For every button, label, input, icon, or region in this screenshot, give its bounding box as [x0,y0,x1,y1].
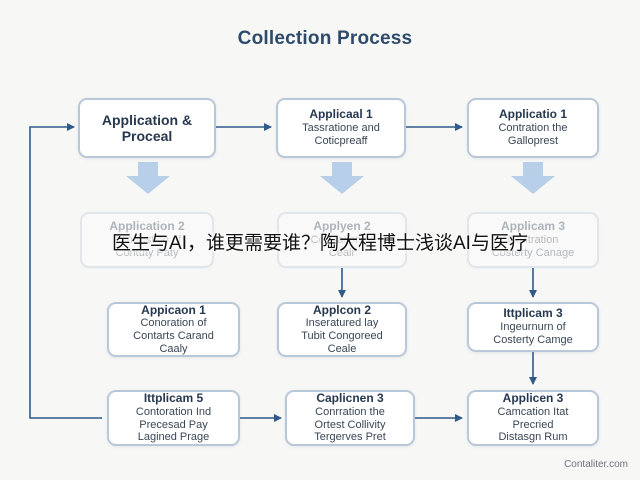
box-line: Lagined Prage [137,431,210,444]
box-line: Ittplicam 5 [143,391,204,406]
box-line: Conrration the [315,405,385,418]
process-box-r1c3: Applicatio 1 Contration the Galloprest [467,98,599,158]
box-line: Proceal [121,128,173,144]
box-line: Ceale [327,342,357,355]
box-line: Application & [101,111,193,128]
overlay-banner-text: 医生与AI，谁更需要谁？陶大程博士浅谈AI与医疗 [112,233,528,254]
process-box-r3c1: Appicaon 1 Conoration of Contarts Carand… [107,302,240,357]
box-line: Precried [512,418,554,431]
big-down-arrow-c1 [126,162,170,194]
box-line: Application 2 [109,219,185,234]
box-line: Ittplicam 3 [503,306,563,321]
box-line: Appicaon 1 [141,302,206,317]
big-down-arrow-c3 [511,162,555,194]
process-box-r4c1: Ittplicam 5 Contoration Ind Precesad Pay… [107,390,240,446]
box-line: Cealr [328,246,356,259]
process-box-r2c1: Application 2 Contrastion of Contuty Pat… [80,212,214,268]
process-box-r3c3: Ittplicam 3 Ingeurnurn of Costerty Camge [467,302,599,352]
process-box-r2c3: Applicam 3 Contration Costerty Canage [467,212,599,268]
box-line: Tubit Congoreed [301,330,383,343]
box-line: Applicam 3 [500,219,566,234]
box-line: Contration the [498,122,568,135]
process-box-r2c2: Applyen 2 Contration of Cealr [277,212,407,268]
process-box-r4c3: Applicen 3 Camcation Itat Precried Dista… [467,390,599,446]
box-line: Tergerves Pret [314,431,386,444]
box-line: Inseratured lay [305,317,379,330]
box-line: Costerty Camge [493,333,573,346]
box-line: Distasgn Rum [498,431,568,444]
box-line: Caplicnen 3 [316,391,384,406]
box-line: Ortest Collivity [314,418,386,431]
box-line: Applcon 2 [312,302,371,317]
box-line: Galloprest [507,134,559,147]
box-line: Contarts Carand [133,330,214,343]
box-line: Contration of [310,234,374,247]
loopback-connector [29,123,102,419]
box-line: Caaly [159,342,188,355]
box-line: Costerty Canage [491,246,575,259]
box-line: Contrastion of [112,234,182,247]
box-line: Camcation Itat [497,405,569,418]
diagram-title: Collection Process [237,28,413,49]
box-line: Contoration Ind [135,405,212,418]
watermark: Contaliter.com [564,459,628,470]
box-line: Applicen 3 [502,391,564,406]
big-down-arrow-c2 [320,162,364,194]
box-line: Coticpreaff [314,134,368,147]
box-line: Applicaal 1 [309,107,373,122]
process-box-r1c1: Application & Proceal [78,98,216,158]
box-line: Contration [507,234,559,247]
process-box-r3c2: Applcon 2 Inseratured lay Tubit Congoree… [277,302,407,357]
box-line: Applicatio 1 [498,107,567,122]
process-box-r1c2: Applicaal 1 Tassratione and Coticpreaff [276,98,406,158]
box-line: Precesad Pay [139,418,208,431]
box-line: Tassratione and [302,122,380,135]
process-box-r4c2: Caplicnen 3 Conrration the Ortest Colliv… [285,390,415,446]
box-line: Applyen 2 [313,219,371,234]
box-line: Contuty Paty [115,246,179,259]
box-line: Conoration of [140,317,207,330]
box-line: Ingeurnurn of [500,321,566,334]
